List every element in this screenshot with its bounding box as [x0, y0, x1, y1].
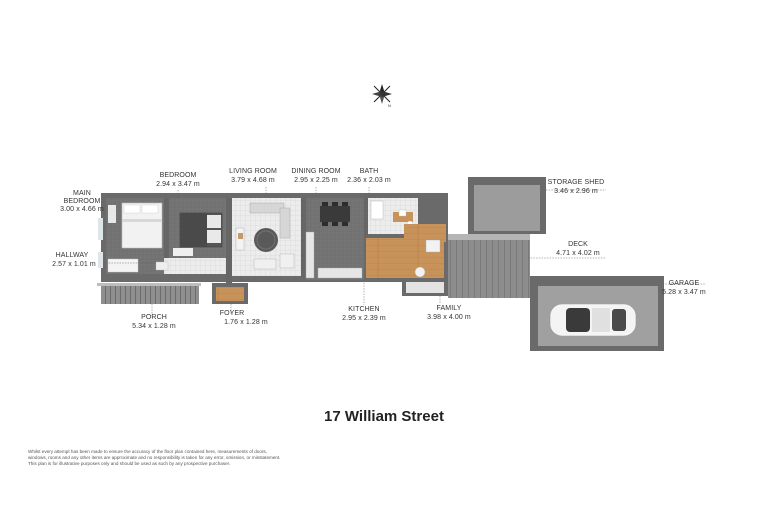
compass-north-label: N — [388, 103, 391, 108]
property-address-title: 17 William Street — [324, 408, 444, 425]
deck-floor — [448, 234, 530, 298]
bath-name: BATH — [360, 168, 379, 175]
kitchen-name: KITCHEN — [348, 306, 379, 313]
porch-dims: 5.34 x 1.28 m — [132, 323, 176, 330]
hallway-floor — [164, 258, 226, 274]
storage-shed-floor — [474, 185, 540, 231]
dining-room-name: DINING ROOM — [291, 168, 340, 175]
sofa-icon — [249, 202, 291, 239]
main-bedroom-name-line1: MAIN — [73, 190, 91, 197]
disclaimer-line: windows, rooms and any other items are a… — [28, 455, 281, 460]
storage-shed — [468, 177, 546, 234]
disclaimer: Whilst every attempt has been made to en… — [28, 449, 348, 467]
garage-name: GARAGE — [669, 280, 700, 287]
armchair-icon — [414, 239, 441, 278]
rug-icon — [254, 228, 278, 252]
storage-shed-dims: 3.46 x 2.96 m — [554, 188, 598, 195]
deck-dims: 4.71 x 4.02 m — [556, 250, 600, 257]
leader-lines — [106, 187, 706, 318]
bed-icon — [121, 202, 163, 249]
garage — [530, 276, 664, 351]
bath-dims: 2.36 x 2.03 m — [347, 177, 391, 184]
disclaimer-line: This plan is for illustrative purposes o… — [28, 461, 231, 466]
main-bedroom-name-line2: BEDROOM — [64, 198, 101, 205]
bedroom-dims: 2.94 x 3.47 m — [156, 181, 200, 188]
room-labels: MAIN BEDROOM 3.00 x 4.66 m BEDROOM 2.94 … — [52, 168, 706, 330]
car-icon — [549, 303, 637, 337]
foyer-name: FOYER — [220, 310, 245, 317]
garage-dims: 5.28 x 3.47 m — [662, 289, 706, 296]
bed-icon — [179, 212, 223, 248]
family-name: FAMILY — [437, 305, 462, 312]
kitchen-dims: 2.95 x 2.39 m — [342, 315, 386, 322]
living-room-dims: 3.79 x 4.68 m — [231, 177, 275, 184]
family-dims: 3.98 x 4.00 m — [427, 314, 471, 321]
bedroom-name: BEDROOM — [160, 172, 197, 179]
living-room-name: LIVING ROOM — [229, 168, 277, 175]
porch-floor — [101, 283, 199, 304]
dining-room-dims: 2.95 x 2.25 m — [294, 177, 338, 184]
foyer-dims: 1.76 x 1.28 m — [224, 319, 268, 326]
main-bedroom-dims: 3.00 x 4.66 m — [60, 206, 104, 213]
disclaimer-line: Whilst every attempt has been made to en… — [28, 449, 268, 454]
storage-shed-name: STORAGE SHED — [548, 179, 605, 186]
dining-table-icon — [320, 202, 350, 226]
hallway-name: HALLWAY — [56, 252, 89, 259]
main-building — [97, 193, 448, 304]
compass-icon: N — [372, 84, 392, 108]
deck-name: DECK — [568, 241, 588, 248]
porch-name: PORCH — [141, 314, 167, 321]
hallway-dims: 2.57 x 1.01 m — [52, 261, 96, 268]
